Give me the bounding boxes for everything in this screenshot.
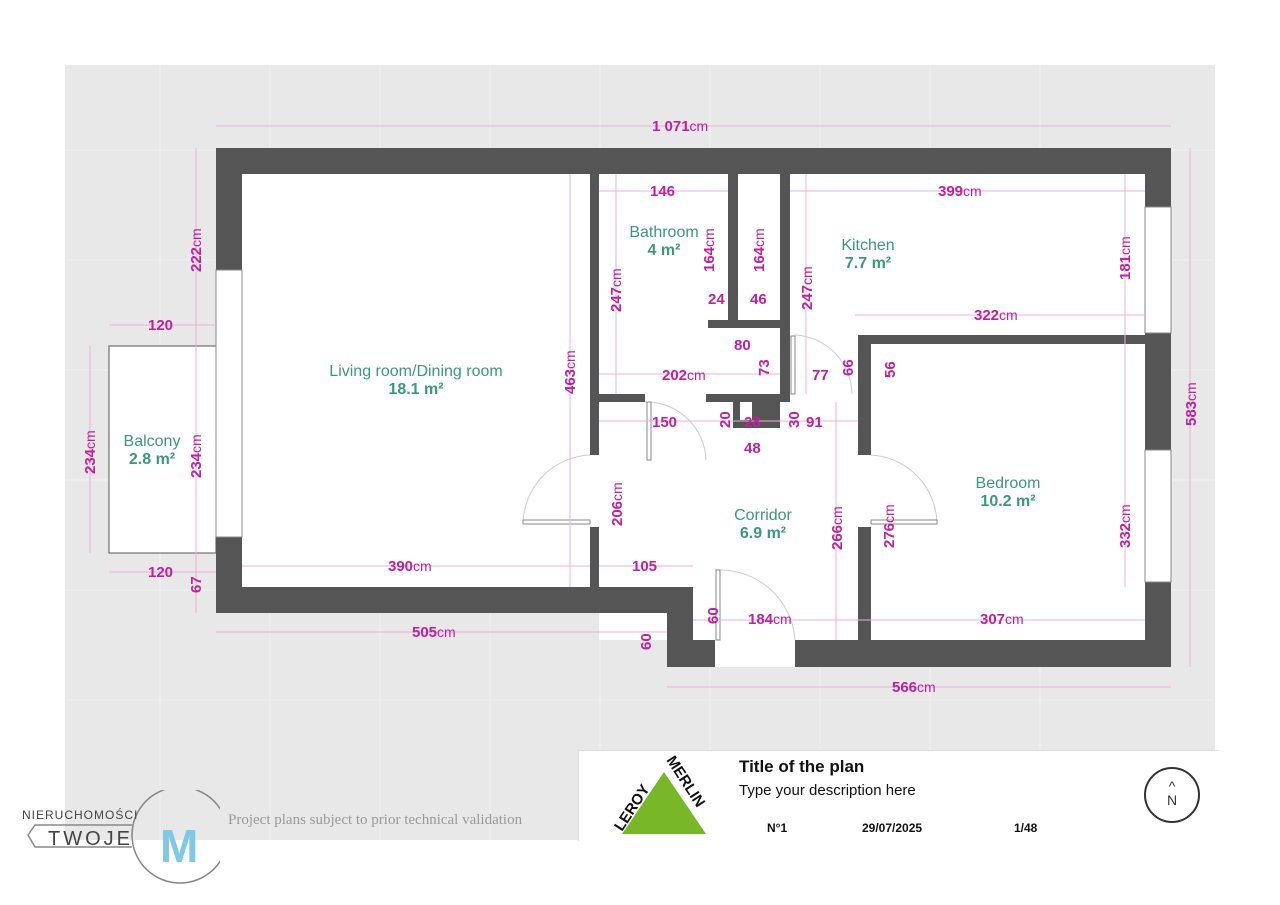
kitchen-window bbox=[1144, 206, 1172, 334]
svg-text:234cm: 234cm bbox=[188, 434, 205, 478]
svg-text:276cm: 276cm bbox=[881, 504, 898, 548]
room-name-corridor: Corridor bbox=[734, 507, 792, 524]
disclaimer: Project plans subject to prior technical… bbox=[228, 812, 523, 828]
north-label: N bbox=[1166, 792, 1178, 808]
watermark-logo: NIERUCHOMOŚCI TWOJE M bbox=[20, 786, 229, 885]
svg-text:20: 20 bbox=[717, 411, 734, 428]
svg-text:566cm: 566cm bbox=[892, 679, 936, 696]
svg-text:505cm: 505cm bbox=[412, 624, 456, 641]
plan-date: 29/07/2025 bbox=[862, 821, 923, 835]
svg-text:307cm: 307cm bbox=[980, 611, 1024, 628]
balcony-door bbox=[215, 269, 243, 538]
svg-text:234cm: 234cm bbox=[82, 430, 99, 474]
svg-text:150: 150 bbox=[652, 414, 677, 431]
balcony-area bbox=[108, 345, 217, 554]
svg-text:181cm: 181cm bbox=[1117, 236, 1134, 280]
leroy-merlin-logo: LEROY MERLIN bbox=[611, 754, 708, 834]
door-swings bbox=[522, 334, 938, 641]
svg-text:164cm: 164cm bbox=[701, 228, 718, 272]
room-area-balcony: 2.8 m² bbox=[129, 451, 175, 468]
svg-text:247cm: 247cm bbox=[799, 266, 816, 310]
svg-text:67: 67 bbox=[188, 576, 205, 593]
svg-text:46: 46 bbox=[750, 291, 767, 308]
svg-text:222cm: 222cm bbox=[188, 228, 205, 272]
dim-bottom-left: 505 bbox=[412, 624, 437, 641]
svg-text:184cm: 184cm bbox=[748, 611, 792, 628]
svg-text:66: 66 bbox=[840, 359, 857, 376]
plan-number: N°1 bbox=[767, 821, 788, 835]
plan-page: 1/48 bbox=[1014, 821, 1038, 835]
svg-text:24: 24 bbox=[708, 291, 725, 308]
svg-text:322cm: 322cm bbox=[974, 307, 1018, 324]
svg-text:56: 56 bbox=[882, 361, 899, 378]
room-name-balcony: Balcony bbox=[124, 433, 181, 450]
plan-title[interactable]: Title of the plan bbox=[739, 757, 865, 776]
svg-text:266cm: 266cm bbox=[829, 506, 846, 550]
dimension-labels: 1 071cm 566cm 505cm 120 120 390cm 146 39… bbox=[82, 118, 1200, 696]
svg-text:105: 105 bbox=[632, 558, 657, 575]
key-watermark-icon: NIERUCHOMOŚCI TWOJE M bbox=[22, 786, 229, 884]
dim-bottom-right: 566 bbox=[892, 679, 917, 696]
room-area-bathroom: 4 m² bbox=[648, 242, 681, 259]
svg-text:463cm: 463cm bbox=[562, 350, 579, 394]
dimension-lines bbox=[89, 125, 1191, 688]
svg-text:77: 77 bbox=[812, 367, 829, 384]
svg-text:73: 73 bbox=[756, 359, 773, 376]
svg-text:390cm: 390cm bbox=[388, 558, 432, 575]
room-area-living: 18.1 m² bbox=[388, 381, 443, 398]
svg-text:399cm: 399cm bbox=[938, 183, 982, 200]
svg-text:80: 80 bbox=[734, 337, 751, 354]
svg-text:164cm: 164cm bbox=[751, 228, 768, 272]
svg-text:NIERUCHOMOŚCI: NIERUCHOMOŚCI bbox=[22, 807, 138, 822]
dim-balcony-top: 120 bbox=[148, 317, 173, 334]
svg-text:247cm: 247cm bbox=[608, 268, 625, 312]
windows bbox=[215, 206, 1172, 583]
svg-text:TWOJE: TWOJE bbox=[48, 828, 133, 850]
svg-text:91: 91 bbox=[806, 414, 823, 431]
room-area-bedroom: 10.2 m² bbox=[980, 493, 1035, 510]
bedroom-window bbox=[1144, 449, 1172, 583]
svg-text:583cm: 583cm bbox=[1183, 382, 1200, 426]
svg-text:332cm: 332cm bbox=[1117, 504, 1134, 548]
room-name-bedroom: Bedroom bbox=[976, 475, 1041, 492]
svg-text:M: M bbox=[160, 820, 198, 872]
svg-text:48: 48 bbox=[744, 440, 761, 457]
svg-text:30: 30 bbox=[786, 411, 803, 428]
room-name-living: Living room/Dining room bbox=[329, 363, 502, 380]
plan-description[interactable]: Type your description here bbox=[739, 782, 916, 799]
room-area-corridor: 6.9 m² bbox=[740, 525, 786, 542]
room-name-kitchen: Kitchen bbox=[841, 237, 894, 254]
svg-text:1 071cm: 1 071cm bbox=[652, 118, 708, 135]
title-block: LEROY MERLIN Title of the plan Type your… bbox=[578, 750, 1219, 841]
svg-text:146: 146 bbox=[650, 183, 675, 200]
dim-total-width: 1 071 bbox=[652, 118, 690, 135]
svg-text:206cm: 206cm bbox=[609, 482, 626, 526]
svg-text:28: 28 bbox=[744, 414, 761, 431]
door-leaves bbox=[522, 335, 938, 641]
svg-text:60: 60 bbox=[705, 607, 722, 624]
room-name-bathroom: Bathroom bbox=[629, 224, 698, 241]
svg-text:202cm: 202cm bbox=[662, 367, 706, 384]
dim-balcony-bottom: 120 bbox=[148, 564, 173, 581]
room-area-kitchen: 7.7 m² bbox=[845, 255, 891, 272]
walls bbox=[216, 148, 1171, 667]
svg-text:60: 60 bbox=[638, 633, 655, 650]
north-compass-icon: ^N bbox=[1144, 767, 1200, 823]
